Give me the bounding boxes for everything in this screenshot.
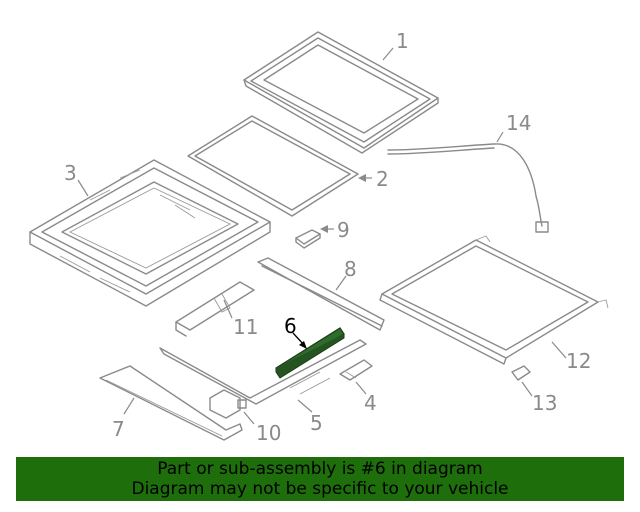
part-10-motor[interactable] (209, 389, 247, 419)
callout-1: 1 (396, 29, 409, 53)
leader-1 (382, 47, 394, 61)
part-1-glass-panel[interactable] (243, 31, 439, 154)
part-2-glass-seal[interactable] (187, 115, 359, 217)
callout-11: 11 (233, 315, 258, 339)
leader-7 (123, 397, 135, 415)
callout-3: 3 (64, 161, 77, 185)
part-14-drain-hose[interactable] (387, 143, 549, 233)
leader-3 (77, 179, 89, 197)
leader-14 (496, 131, 504, 143)
arrow-2 (358, 174, 366, 182)
part-13-clip[interactable] (511, 365, 531, 381)
leader-4 (355, 381, 367, 395)
callout-12: 12 (566, 349, 591, 373)
part-8-rail[interactable] (257, 257, 385, 331)
callout-14: 14 (506, 111, 531, 135)
banner-line-2: Diagram may not be specific to your vehi… (131, 479, 509, 499)
callout-5: 5 (310, 411, 323, 435)
part-7-side-rail[interactable] (99, 365, 243, 441)
leader-10 (243, 411, 255, 425)
leader-12 (551, 341, 567, 359)
leader-5 (297, 399, 313, 413)
callout-13: 13 (532, 391, 557, 415)
arrow-6 (299, 341, 307, 349)
leader-8 (335, 275, 347, 291)
callout-7: 7 (112, 417, 125, 441)
callout-8: 8 (344, 257, 357, 281)
callout-10: 10 (256, 421, 281, 445)
leader-11 (223, 299, 233, 319)
part-4-bracket[interactable] (339, 359, 373, 381)
arrow-9 (320, 225, 328, 233)
part-5-drive-rail[interactable] (159, 339, 367, 405)
parts-diagram: 1 2 3 9 14 8 (29, 29, 609, 445)
callout-4: 4 (364, 391, 377, 415)
part-12-sunshade[interactable] (379, 235, 609, 365)
leader-13 (521, 381, 533, 397)
part-11-frame-bracket[interactable] (175, 281, 255, 337)
part-9-bracket[interactable] (295, 229, 321, 249)
banner-line-1: Part or sub-assembly is #6 in diagram (157, 459, 483, 479)
part-6-weatherstrip[interactable] (275, 327, 345, 379)
callout-9: 9 (337, 218, 350, 242)
part-3-frame-assembly[interactable] (29, 159, 271, 307)
info-banner: Part or sub-assembly is #6 in diagram Di… (16, 457, 624, 501)
callout-6: 6 (284, 314, 297, 338)
callout-2: 2 (376, 167, 389, 191)
